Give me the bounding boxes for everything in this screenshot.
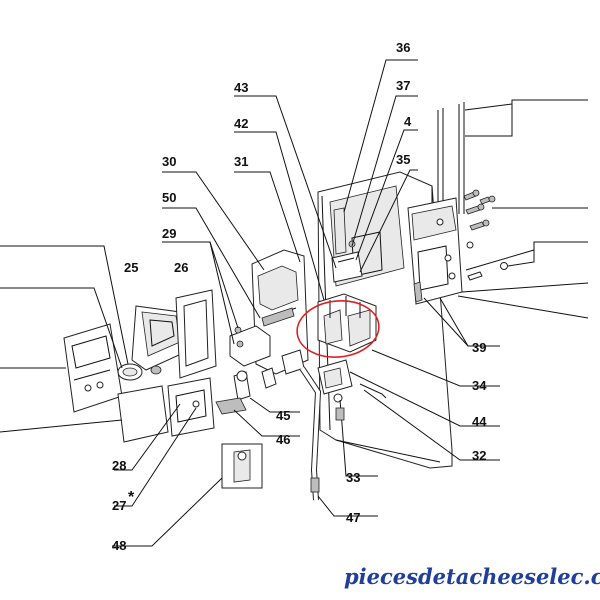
lower-center-parts bbox=[317, 359, 387, 425]
callout-43: 43 bbox=[234, 80, 248, 95]
small-parts-left bbox=[215, 325, 277, 415]
callout-32: 32 bbox=[472, 448, 486, 463]
callout-31: 31 bbox=[234, 154, 248, 169]
front-module bbox=[131, 305, 191, 371]
valve-block bbox=[317, 293, 377, 353]
leader-lines bbox=[0, 59, 589, 547]
callout-34: 34 bbox=[472, 378, 487, 393]
tube bbox=[299, 366, 322, 501]
parts-illustration bbox=[63, 102, 508, 501]
callout-50: 50 bbox=[162, 190, 176, 205]
door-panels bbox=[117, 377, 215, 443]
center-module bbox=[331, 207, 363, 283]
knob bbox=[117, 363, 162, 381]
right-bracket bbox=[407, 102, 508, 305]
callout-45: 45 bbox=[276, 408, 290, 423]
callout-48: 48 bbox=[112, 538, 126, 553]
callout-25: 25 bbox=[124, 260, 138, 275]
callout-33: 33 bbox=[346, 470, 360, 485]
callout-39: 39 bbox=[472, 340, 486, 355]
callout-37: 37 bbox=[396, 78, 410, 93]
callout-4: 4 bbox=[404, 114, 412, 129]
fascia-panel bbox=[63, 323, 123, 413]
callout-36: 36 bbox=[396, 40, 410, 55]
callout-44: 44 bbox=[472, 414, 487, 429]
callout-47: 47 bbox=[346, 510, 360, 525]
callout-28: 28 bbox=[112, 458, 126, 473]
callout-30: 30 bbox=[162, 154, 176, 169]
callout-27: 27 bbox=[112, 498, 126, 513]
callout-42: 42 bbox=[234, 116, 248, 131]
callout-35: 35 bbox=[396, 152, 410, 167]
callout-labels: 36 43 37 42 4 30 31 35 50 29 25 26 39 34… bbox=[112, 40, 487, 553]
watermark-text: piecesdetacheeselec.com bbox=[344, 564, 600, 589]
callout-26: 26 bbox=[174, 260, 188, 275]
callout-46: 46 bbox=[276, 432, 290, 447]
screw-set bbox=[463, 189, 508, 281]
detail-inset bbox=[221, 443, 263, 489]
highlight-ring bbox=[296, 300, 380, 358]
display-frame bbox=[175, 289, 217, 379]
callout-29: 29 bbox=[162, 226, 176, 241]
callout-27-asterisk: * bbox=[128, 489, 135, 506]
